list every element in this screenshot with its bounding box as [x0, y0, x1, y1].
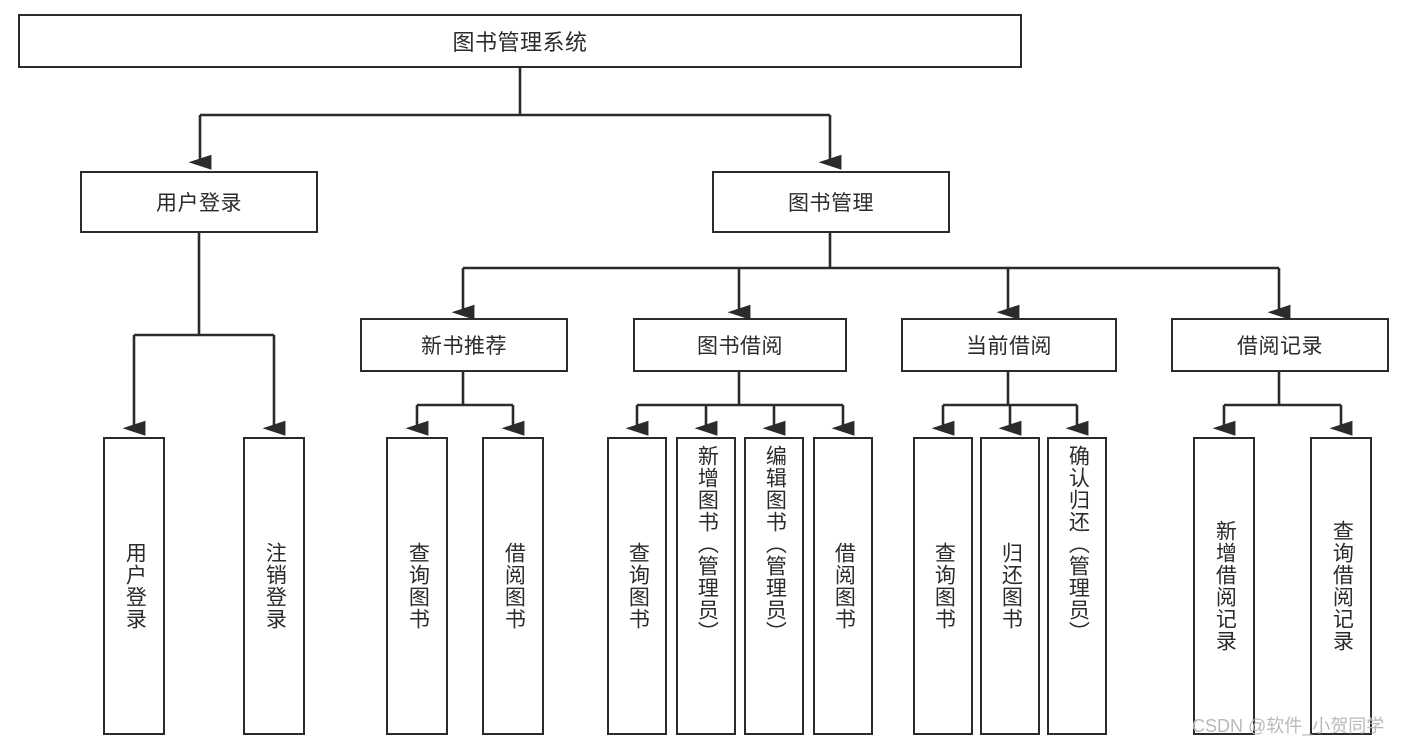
node-leaf-borrow-book-1[interactable]: 借阅图书 [482, 437, 544, 735]
node-leaf-logout-label: 注销登录 [263, 542, 287, 630]
node-leaf-query-record[interactable]: 查询借阅记录 [1310, 437, 1372, 735]
node-book-borrow[interactable]: 图书借阅 [633, 318, 847, 372]
node-leaf-edit-book-label: 编辑图书（管理员） [763, 445, 787, 643]
node-leaf-query-record-label: 查询借阅记录 [1330, 520, 1354, 652]
node-new-book-recommend-label: 新书推荐 [421, 335, 507, 358]
node-leaf-add-book-label: 新增图书（管理员） [695, 445, 719, 643]
node-leaf-query-book-1[interactable]: 查询图书 [386, 437, 448, 735]
node-current-borrow[interactable]: 当前借阅 [901, 318, 1117, 372]
node-leaf-query-book-2[interactable]: 查询图书 [607, 437, 667, 735]
node-leaf-query-book-2-label: 查询图书 [626, 542, 650, 630]
node-user-login-label: 用户登录 [156, 192, 242, 215]
node-leaf-edit-book[interactable]: 编辑图书（管理员） [744, 437, 804, 735]
node-leaf-user-login-label: 用户登录 [123, 542, 147, 630]
node-leaf-user-login[interactable]: 用户登录 [103, 437, 165, 735]
watermark: CSDN @软件_小贺同学 [1192, 716, 1385, 736]
node-user-login[interactable]: 用户登录 [80, 171, 318, 233]
node-leaf-borrow-book-2[interactable]: 借阅图书 [813, 437, 873, 735]
node-borrow-record-label: 借阅记录 [1237, 335, 1323, 358]
node-leaf-return-book[interactable]: 归还图书 [980, 437, 1040, 735]
node-leaf-borrow-book-2-label: 借阅图书 [832, 542, 856, 630]
node-root-label: 图书管理系统 [452, 30, 588, 55]
node-leaf-borrow-book-1-label: 借阅图书 [502, 542, 526, 630]
node-book-borrow-label: 图书借阅 [697, 335, 783, 358]
node-leaf-query-book-3[interactable]: 查询图书 [913, 437, 973, 735]
node-book-manage-label: 图书管理 [788, 192, 874, 215]
node-leaf-add-record-label: 新增借阅记录 [1213, 520, 1237, 652]
node-leaf-query-book-1-label: 查询图书 [406, 542, 430, 630]
node-new-book-recommend[interactable]: 新书推荐 [360, 318, 568, 372]
node-current-borrow-label: 当前借阅 [966, 335, 1052, 358]
node-borrow-record[interactable]: 借阅记录 [1171, 318, 1389, 372]
node-leaf-logout[interactable]: 注销登录 [243, 437, 305, 735]
node-leaf-confirm-return[interactable]: 确认归还（管理员） [1047, 437, 1107, 735]
node-leaf-add-book[interactable]: 新增图书（管理员） [676, 437, 736, 735]
node-leaf-query-book-3-label: 查询图书 [932, 542, 956, 630]
node-leaf-add-record[interactable]: 新增借阅记录 [1193, 437, 1255, 735]
node-root[interactable]: 图书管理系统 [18, 14, 1022, 68]
node-book-manage[interactable]: 图书管理 [712, 171, 950, 233]
node-leaf-return-book-label: 归还图书 [999, 542, 1023, 630]
node-leaf-confirm-return-label: 确认归还（管理员） [1066, 445, 1090, 643]
